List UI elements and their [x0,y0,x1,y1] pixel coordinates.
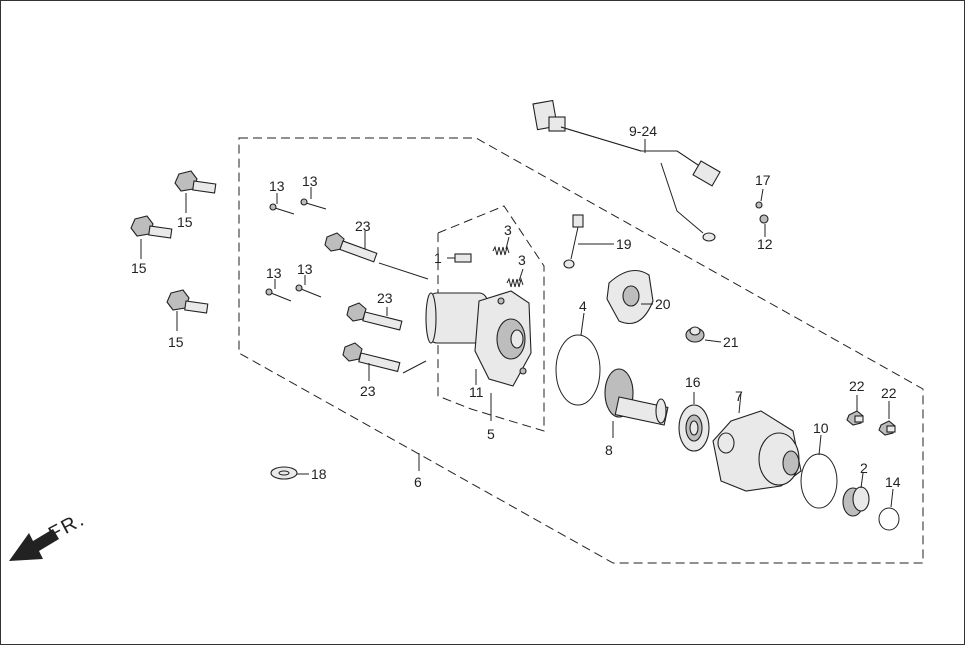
callout-4: 4 [579,298,587,314]
bolt-22-left [846,410,864,426]
callout-8: 8 [605,442,613,458]
callout-20: 20 [655,296,671,312]
washer-12 [759,214,769,224]
front-direction-label: FR. [45,508,89,545]
callout-7: 7 [735,388,743,404]
callout-17: 17 [755,172,771,188]
callout-3b: 3 [518,252,526,268]
callout-18: 18 [311,466,327,482]
flange-bolt-15-top [174,170,217,194]
leader-3a [505,236,510,250]
callout-16: 16 [685,374,701,390]
screw-13-group-top [269,187,327,215]
screw-17 [755,201,763,209]
flange-bolt-15-low [166,289,209,314]
leader-7 [738,392,742,414]
callout-15b: 15 [131,260,147,276]
o-ring-4 [555,334,601,406]
leader-3b [518,268,524,282]
callout-21: 21 [723,334,739,350]
callout-22a: 22 [849,378,865,394]
wire-harness-9-24 [532,99,721,242]
callout-5: 5 [487,426,495,442]
callout-23c: 23 [360,383,376,399]
long-bolt-23-low [342,342,401,381]
callout-22b: 22 [881,385,897,401]
callout-15a: 15 [177,214,193,230]
bearing-16 [678,404,710,452]
callout-15c: 15 [168,334,184,350]
bolt-axis-line-2 [402,360,427,374]
leader-17 [760,188,764,202]
leader-2 [860,472,864,489]
front-direction-arrow: FR. [9,508,89,561]
plug-21 [685,326,705,343]
callout-13a: 13 [269,178,285,194]
wire-terminal-19 [563,214,584,269]
spring-3-low [506,277,524,288]
callout-6: 6 [414,474,422,490]
callout-11: 11 [469,384,484,400]
bolt-22-right [878,420,896,436]
o-ring-10 [800,453,838,509]
one-way-clutch-2 [842,486,870,517]
group-6-outline [238,137,924,564]
callout-14: 14 [885,474,901,490]
leader-14 [890,488,894,508]
starter-cover-7 [712,410,802,492]
screw-13-group-low [265,275,322,302]
group-5-outline [437,205,545,432]
washer-18 [270,466,298,480]
callout-12: 12 [757,236,773,252]
part-1-shim [454,253,472,263]
callout-19: 19 [616,236,632,252]
bolt-axis-line-1 [378,262,429,280]
starter-motor-11 [425,290,532,387]
callout-10: 10 [813,420,829,436]
callout-1: 1 [434,250,442,266]
leader-21 [704,339,722,343]
callout-3a: 3 [504,222,512,238]
callout-9-24: 9-24 [629,123,657,139]
callout-13d: 13 [297,261,313,277]
leader-10 [818,434,822,456]
callout-2: 2 [860,460,868,476]
callout-23a: 23 [355,218,371,234]
callout-23b: 23 [377,290,393,306]
gear-shaft-8 [604,368,669,426]
callout-13b: 13 [302,173,318,189]
long-bolt-23-top [324,231,378,263]
spring-3-top [492,245,510,256]
cover-plate-20 [606,269,654,325]
long-bolt-23-mid [346,302,403,331]
callout-13c: 13 [266,265,282,281]
flange-bolt-15-mid [130,215,173,239]
leader-4 [580,312,585,336]
circlip-14 [878,507,900,531]
